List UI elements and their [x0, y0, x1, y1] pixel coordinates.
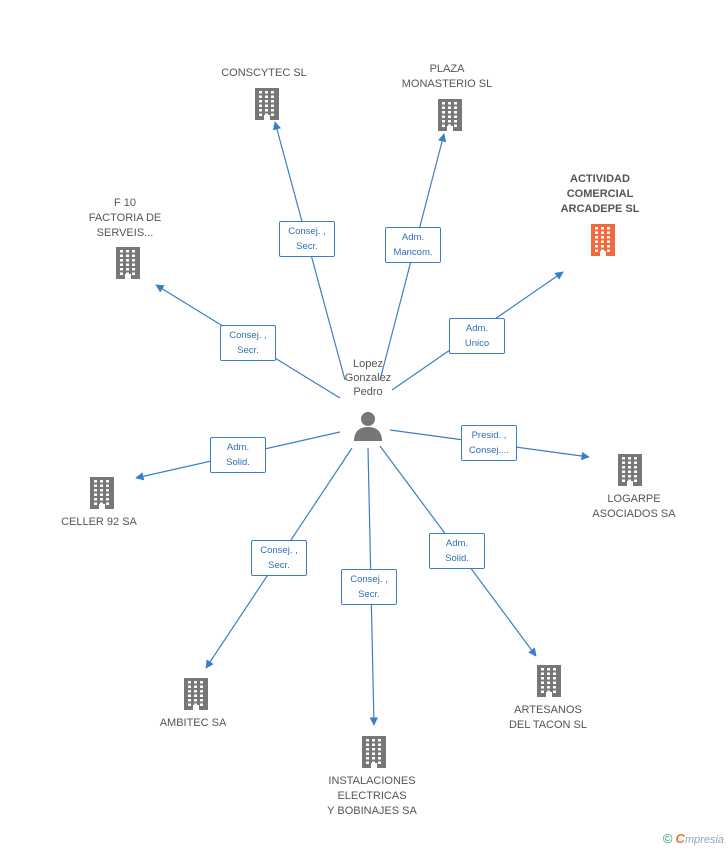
building-icon[interactable]: [114, 246, 142, 285]
building-icon[interactable]: [182, 677, 210, 716]
building-icon[interactable]: [589, 223, 617, 262]
relation-label-f10[interactable]: Consej. , Secr.: [220, 325, 276, 361]
company-label-conscytec[interactable]: CONSCYTEC SL: [194, 66, 334, 81]
person-icon[interactable]: [352, 410, 384, 442]
company-name: F 10 FACTORIA DE SERVEIS...: [88, 197, 162, 239]
building-icon[interactable]: [360, 735, 388, 774]
relation-label-ambitec[interactable]: Consej. , Secr.: [251, 540, 307, 576]
relation-label-conscytec[interactable]: Consej. , Secr.: [279, 221, 335, 257]
company-label-ambitec[interactable]: AMBITEC SA: [123, 716, 263, 731]
company-label-artesanos[interactable]: ARTESANOS DEL TACON SL: [478, 703, 618, 733]
building-icon[interactable]: [535, 664, 563, 703]
company-label-celler[interactable]: CELLER 92 SA: [29, 515, 169, 530]
building-icon[interactable]: [436, 98, 464, 137]
company-label-instalaciones[interactable]: INSTALACIONES ELECTRICAS Y BOBINAJES SA: [302, 774, 442, 819]
building-icon[interactable]: [253, 87, 281, 126]
building-icon[interactable]: [616, 453, 644, 492]
relation-label-instalaciones[interactable]: Consej. , Secr.: [341, 569, 397, 605]
company-name: CELLER 92 SA: [61, 516, 137, 528]
company-name: CONSCYTEC SL: [221, 67, 307, 79]
company-name: PLAZA MONASTERIO SL: [401, 63, 493, 90]
relation-label-artesanos[interactable]: Adm. Solid.: [429, 533, 485, 569]
building-icon[interactable]: [88, 476, 116, 515]
company-name: ARTESANOS DEL TACON SL: [508, 704, 588, 731]
company-name: AMBITEC SA: [159, 717, 227, 729]
company-label-plaza[interactable]: PLAZA MONASTERIO SL: [377, 62, 517, 92]
brand-name: mpresia: [684, 834, 724, 846]
company-name: ACTIVIDAD COMERCIAL ARCADEPE SL: [560, 173, 640, 215]
footer-brand: © Cmpresia: [663, 831, 724, 846]
company-label-f10[interactable]: F 10 FACTORIA DE SERVEIS...: [55, 196, 195, 241]
company-name: INSTALACIONES ELECTRICAS Y BOBINAJES SA: [327, 775, 417, 817]
relation-label-logarpe[interactable]: Presid. , Consej....: [461, 425, 517, 461]
company-label-actividad[interactable]: ACTIVIDAD COMERCIAL ARCADEPE SL: [530, 172, 670, 217]
relation-label-celler[interactable]: Adm. Solid.: [210, 437, 266, 473]
relation-label-actividad[interactable]: Adm. Unico: [449, 318, 505, 354]
company-name: LOGARPE ASOCIADOS SA: [592, 493, 676, 520]
relation-label-plaza[interactable]: Adm. Mancom.: [385, 227, 441, 263]
company-label-logarpe[interactable]: LOGARPE ASOCIADOS SA: [564, 492, 704, 522]
center-person-label[interactable]: Lopez Gonzalez Pedro: [344, 358, 392, 398]
copyright-symbol: ©: [662, 831, 673, 846]
brand-initial: C: [675, 831, 685, 846]
